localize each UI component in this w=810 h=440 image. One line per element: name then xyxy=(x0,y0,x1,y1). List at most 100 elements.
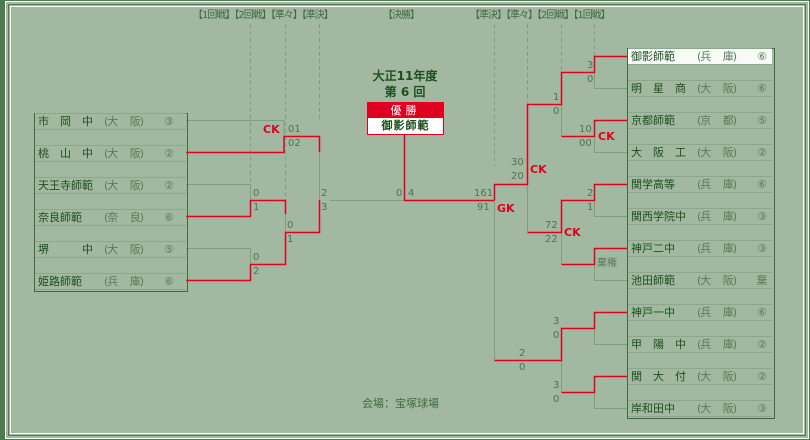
team-prefecture: (兵 庫) xyxy=(697,242,737,255)
bracket-line xyxy=(186,120,285,136)
bracket-line xyxy=(594,392,627,409)
team-row: 御影師範(兵 庫)⑥ xyxy=(628,48,772,65)
team-row: 天王寺師範 (大 阪) ② xyxy=(35,177,186,194)
score: 0 xyxy=(519,362,526,373)
score: 1 xyxy=(287,234,294,245)
team-prefecture: (大 阪) xyxy=(104,179,144,192)
team-prefecture: (兵 庫) xyxy=(104,275,144,288)
team-row: 神戸二中 (兵 庫) ③ xyxy=(628,240,772,257)
winner-line xyxy=(493,55,627,200)
appearance-count: ② xyxy=(164,179,174,192)
score: 22 xyxy=(545,234,558,245)
team-name: 神戸二中 xyxy=(631,242,675,255)
right-team-list xyxy=(627,48,775,419)
champion-name: 御影師範 xyxy=(381,119,430,132)
team-row: 桃 山 中(大 阪)② xyxy=(35,145,186,162)
appearance-count: 棄 xyxy=(756,274,768,287)
winner-line xyxy=(561,375,627,394)
team-row: 市 岡 中(大 阪)③ xyxy=(35,113,186,130)
team-name: 堺 中 xyxy=(38,243,93,256)
score: 3 xyxy=(587,60,594,71)
bracket-line xyxy=(594,200,627,217)
team-row: 姫路師範 (兵 庫) ⑥ xyxy=(35,273,186,290)
team-row: 関西学院中(兵 庫)③ xyxy=(628,208,772,225)
appearance-count: ⑥ xyxy=(164,211,174,224)
left-round-headers: 【1回戦】【2回戦】【準々】【準決】 xyxy=(193,10,334,21)
team-prefecture: (兵 庫) xyxy=(697,210,737,223)
score: 2 xyxy=(519,348,526,359)
match-mark: GK xyxy=(497,202,515,215)
bracket-line xyxy=(186,248,251,264)
score: 91 xyxy=(477,202,490,213)
team-name: 神戸一中 xyxy=(631,306,675,319)
score: 3 xyxy=(553,316,560,327)
team-row: 甲 陽 中(兵 庫)② xyxy=(628,336,772,353)
team-row: 関 大 付(大 阪)② xyxy=(628,368,772,385)
winner-line xyxy=(561,247,627,266)
team-prefecture: (兵 庫) xyxy=(697,178,737,191)
champion-box: 優勝 御影師範 xyxy=(367,102,444,135)
score: 0 xyxy=(553,330,560,341)
appearance-count: ② xyxy=(164,147,174,160)
appearance-count: ③ xyxy=(757,210,767,223)
tournament-year: 大正11年度 xyxy=(372,69,438,83)
champion-label: 優勝 xyxy=(368,103,443,118)
team-prefecture: (大 阪) xyxy=(104,243,144,256)
score: 2 xyxy=(253,266,260,277)
team-prefecture: (兵 庫) xyxy=(697,306,737,319)
score: 72 xyxy=(545,220,558,231)
team-name: 岸和田中 xyxy=(631,402,675,415)
score: 0 xyxy=(287,220,294,231)
team-row: 奈良師範(奈 良)⑥ xyxy=(35,209,186,226)
bracket-line xyxy=(594,328,627,345)
score: 1 xyxy=(553,92,560,103)
score: 30 xyxy=(511,157,524,168)
bracket-line xyxy=(186,184,251,200)
team-name: 甲 陽 中 xyxy=(631,338,686,351)
final-score-left: 0 xyxy=(396,188,403,199)
final-round-header: 【決勝】 xyxy=(383,10,420,21)
score: 161 xyxy=(474,188,494,199)
team-prefecture: (大 阪) xyxy=(104,115,144,128)
appearance-count: ③ xyxy=(757,242,767,255)
score: 0 xyxy=(553,106,560,117)
team-prefecture: (大 阪) xyxy=(697,402,737,415)
winner-line xyxy=(494,311,627,362)
team-name: 大 阪 工 xyxy=(631,146,686,159)
appearance-count: ⑥ xyxy=(164,275,174,288)
score: 2 xyxy=(587,188,594,199)
team-row: 大 阪 工(大 阪)② xyxy=(628,144,772,161)
team-row: 明 星 商 (大 阪) ⑥ xyxy=(628,80,772,97)
team-name: 明 星 商 xyxy=(631,82,686,95)
team-row: 京都師範(京 都)⑤ xyxy=(628,112,772,129)
appearance-count: ② xyxy=(757,146,767,159)
match-mark: CK xyxy=(263,123,280,136)
team-name: 天王寺師範 xyxy=(38,179,93,192)
team-name: 関学高等 xyxy=(631,178,675,191)
appearance-count: ③ xyxy=(757,402,767,415)
team-name: 桃 山 中 xyxy=(38,147,93,160)
right-round-headers: 【準決】【準々】【2回戦】【1回戦】 xyxy=(470,10,611,21)
team-prefecture: (兵 庫) xyxy=(697,50,737,63)
score: 01 xyxy=(288,124,301,135)
winner-line xyxy=(527,183,627,234)
team-prefecture: (大 阪) xyxy=(697,82,737,95)
appearance-count: ⑤ xyxy=(164,243,174,256)
appearance-count: ⑥ xyxy=(757,82,767,95)
appearance-count: ⑥ xyxy=(757,50,767,63)
team-name: 京都師範 xyxy=(631,114,675,127)
winner-line xyxy=(186,199,287,218)
score: 20 xyxy=(511,171,524,182)
winner-line xyxy=(186,200,321,282)
bracket-line xyxy=(594,264,627,281)
team-row: 神戸一中(兵 庫)⑥ xyxy=(628,304,772,321)
team-name: 姫路師範 xyxy=(38,275,82,288)
team-prefecture: (奈 良) xyxy=(104,211,144,224)
score: 3 xyxy=(321,202,328,213)
forfeit-label: 棄権 xyxy=(597,258,617,269)
team-prefecture: (京 都) xyxy=(697,114,737,127)
team-row: 関学高等(兵 庫)⑥ xyxy=(628,176,772,193)
bracket-frame xyxy=(5,1,809,439)
appearance-count: ② xyxy=(757,370,767,383)
